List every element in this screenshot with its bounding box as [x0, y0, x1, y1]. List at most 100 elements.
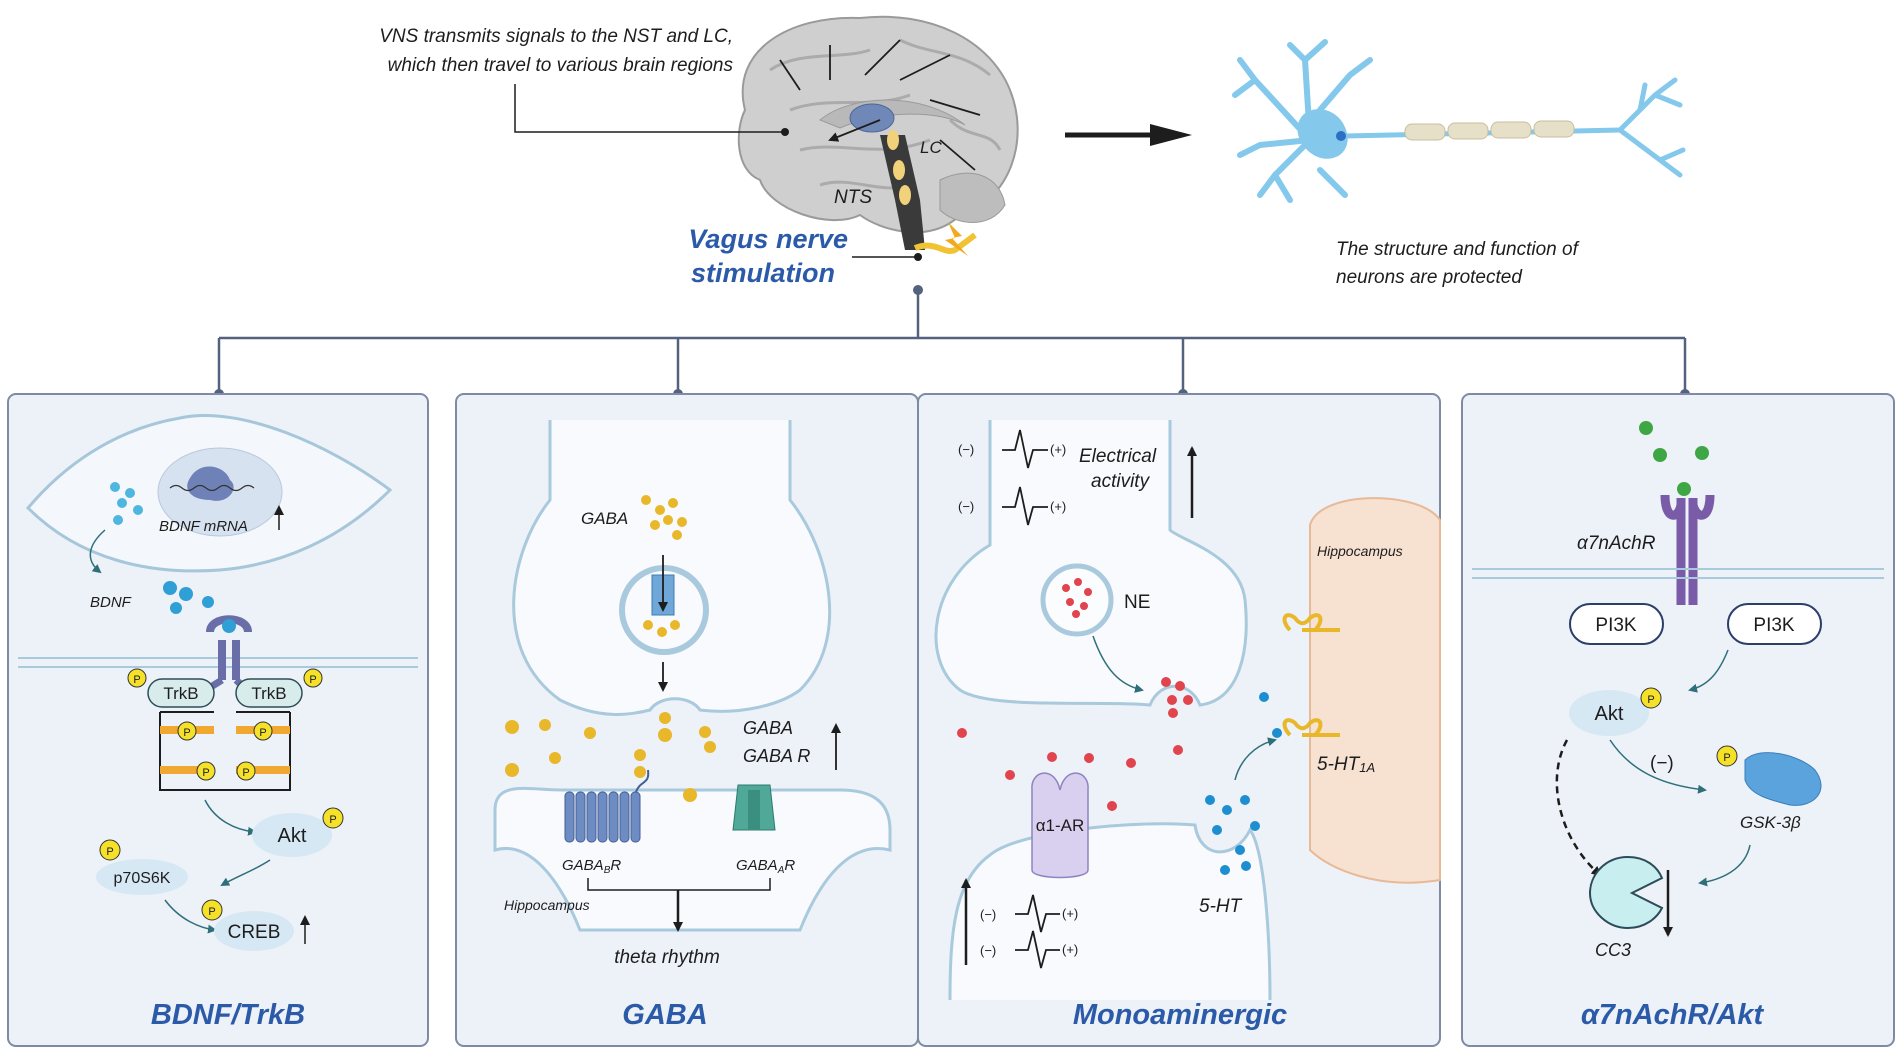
phospho-markers-bdnf: P P P P P P	[127, 668, 323, 781]
label-gabaa-r: GABAAR	[736, 857, 795, 876]
akt-node-a7: Akt P	[1569, 687, 1662, 736]
brainstem-nucleus-highlight	[849, 103, 895, 133]
waveform-top-2: (−) (+)	[958, 486, 1066, 526]
panel-title-a7: α7nAchR/Akt	[1581, 999, 1765, 1031]
svg-text:(+): (+)	[1050, 442, 1066, 457]
svg-text:P: P	[329, 814, 336, 826]
label-theta-rhythm: theta rhythm	[614, 947, 720, 968]
a1ar-receptor-icon	[1031, 772, 1089, 879]
pi3k-left-node: PI3K	[1569, 603, 1664, 645]
vns-title-line2: stimulation	[691, 258, 835, 288]
svg-text:P: P	[208, 906, 215, 918]
waveform-bottom-2: (−) (+)	[980, 930, 1078, 969]
vesicle-gaba	[619, 565, 709, 655]
svg-text:(−): (−)	[980, 907, 996, 922]
gsk-enzyme-icon: P	[1716, 745, 1822, 806]
label-gsk: GSK-3β	[1740, 813, 1801, 832]
ht-receptor-1	[1282, 613, 1340, 632]
label-hippocampus-mono: Hippocampus	[1317, 543, 1403, 559]
p70s6k-label: p70S6K	[114, 870, 171, 887]
a7nachr-receptor-icon	[1660, 494, 1715, 605]
svg-text:(−): (−)	[958, 442, 974, 457]
ne-dots-cleft	[957, 677, 1193, 811]
label-bdnf-mrna: BDNF mRNA	[159, 518, 248, 535]
label-5ht: 5-HT	[1199, 896, 1243, 917]
neuron-nucleus	[1336, 131, 1346, 141]
svg-text:P: P	[202, 767, 209, 779]
label-gaba-r: GABA R	[743, 746, 810, 766]
cerebellum-icon	[939, 172, 1006, 223]
p70s6k-node: p70S6K P	[96, 839, 188, 895]
ne-vesicle	[1040, 563, 1114, 637]
label-gaba-right: GABA	[743, 718, 793, 738]
pi3k-left-label: PI3K	[1595, 615, 1637, 636]
myelin-sheath	[1404, 120, 1575, 141]
neuron-caption-line2: neurons are protected	[1336, 267, 1523, 288]
label-ne: NE	[1124, 592, 1150, 613]
gaba-dots-top	[641, 495, 687, 540]
gaba-dots-cleft	[505, 712, 716, 802]
svg-text:P: P	[259, 727, 266, 739]
svg-text:(−): (−)	[980, 943, 996, 958]
waveform-top-1: (−) (+)	[958, 429, 1066, 469]
tree-connector	[214, 285, 1690, 399]
label-ht1a: 5-HT1A	[1317, 754, 1375, 775]
bdnf-dots-inside	[110, 482, 143, 525]
svg-text:(+): (+)	[1050, 499, 1066, 514]
panel-title-mono: Monoaminergic	[1073, 999, 1287, 1031]
vns-title-line1: Vagus nerve	[688, 224, 848, 254]
svg-text:(+): (+)	[1062, 942, 1078, 957]
trkb-left-node: TrkB	[147, 678, 215, 708]
label-a7nachr: α7nAchR	[1577, 533, 1656, 554]
bdnf-molecules	[163, 581, 214, 614]
svg-text:P: P	[106, 846, 113, 858]
svg-text:P: P	[133, 674, 140, 686]
pi3k-right-node: PI3K	[1727, 603, 1822, 645]
akt-label-a7: Akt	[1595, 703, 1624, 725]
svg-text:P: P	[1647, 694, 1654, 706]
gabaa-receptor-icon	[732, 784, 776, 831]
label-nts: NTS	[834, 187, 872, 208]
label-lc: LC	[920, 138, 942, 157]
svg-text:P: P	[242, 767, 249, 779]
svg-text:P: P	[183, 727, 190, 739]
trkb-left-label: TrkB	[163, 684, 198, 703]
panel-gaba: GABA GABA GABA R GABABR GABAAR Hippocamp…	[455, 393, 919, 1047]
neuron-icon	[1232, 39, 1686, 203]
panel-title-gaba: GABA	[622, 999, 707, 1031]
svg-text:P: P	[309, 674, 316, 686]
annotation-leader-line	[514, 84, 785, 133]
label-hippocampus-gaba: Hippocampus	[504, 897, 590, 913]
pi3k-right-label: PI3K	[1753, 615, 1795, 636]
ht-receptor-2	[1282, 718, 1340, 737]
ht-dots	[1205, 692, 1282, 875]
label-gaba-top: GABA	[581, 509, 628, 528]
gabab-receptor-icon	[564, 791, 641, 843]
label-electrical-line1: Electrical	[1079, 446, 1157, 467]
ne-dots-vesicle	[1062, 578, 1092, 618]
waveform-bottom-1: (−) (+)	[980, 894, 1078, 933]
creb-label: CREB	[228, 922, 281, 943]
agonist-dots	[1639, 421, 1709, 496]
label-cc3: CC3	[1595, 940, 1631, 960]
label-bdnf: BDNF	[90, 594, 132, 611]
panel-a7-box	[1461, 393, 1895, 1047]
panel-title-bdnf: BDNF/TrkB	[151, 999, 305, 1031]
svg-text:(−): (−)	[958, 499, 974, 514]
panel-monoaminergic: Hippocampus (−) (+) (−) (+) Electrical a…	[917, 393, 1441, 1047]
brain-illustration	[737, 15, 1019, 256]
hippocampus-region	[1309, 497, 1441, 884]
panel-bdnf-trkb: BDNF mRNA BDNF TrkB TrkB P P	[7, 393, 429, 1047]
trkb-right-label: TrkB	[251, 684, 286, 703]
akt-node-bdnf: Akt P	[252, 807, 344, 857]
membrane-a7	[1472, 568, 1884, 579]
label-minus-a7: (−)	[1650, 753, 1674, 774]
svg-text:(+): (+)	[1062, 906, 1078, 921]
svg-text:P: P	[1723, 752, 1730, 764]
annotation-line1: VNS transmits signals to the NST and LC,	[379, 26, 733, 47]
panel-a7nachr-akt: α7nAchR PI3K PI3K Akt P (−) P GSK-3β CC3…	[1461, 393, 1895, 1047]
label-a1ar: α1-AR	[1036, 816, 1085, 835]
neuron-caption-line1: The structure and function of	[1336, 239, 1580, 260]
akt-label-bdnf: Akt	[278, 825, 307, 847]
label-electrical-line2: activity	[1091, 471, 1151, 492]
